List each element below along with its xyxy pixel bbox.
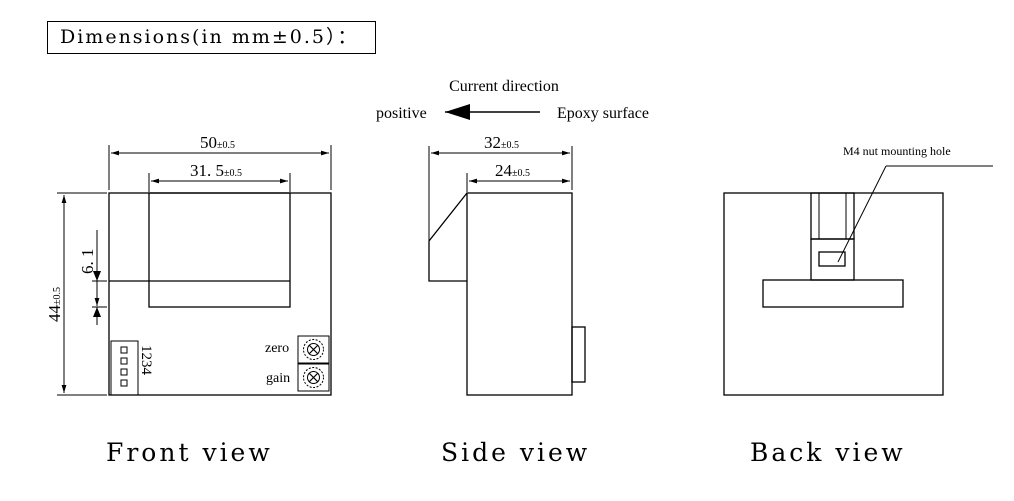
direction-arrow-head xyxy=(445,104,470,120)
dim-6-1-value: 6. 1 xyxy=(78,249,97,275)
pin-4 xyxy=(120,379,128,387)
side-body xyxy=(466,192,573,396)
side-connector xyxy=(571,326,586,383)
side-view-caption: Side view xyxy=(441,438,591,467)
back-body xyxy=(723,192,944,396)
zero-potentiometer xyxy=(297,335,330,364)
zero-label: zero xyxy=(265,341,289,356)
current-direction-heading: Current direction xyxy=(449,78,559,95)
dim-6-1-arrow-top xyxy=(93,271,101,281)
front-view: 50±0.5 31. 5±0.5 44±0.5 6. 1 1234 xyxy=(45,133,332,396)
back-view-caption: Back view xyxy=(750,438,906,467)
positive-label: positive xyxy=(376,105,427,122)
front-view-caption: Front view xyxy=(106,438,273,467)
pin-1 xyxy=(120,346,128,354)
back-slot-upper xyxy=(810,192,855,240)
pin-3 xyxy=(120,368,128,376)
dim-24-value: 24±0.5 xyxy=(495,161,530,180)
dim-32-value: 32±0.5 xyxy=(484,133,519,152)
epoxy-surface-label: Epoxy surface xyxy=(557,105,649,122)
pin-numbers: 1234 xyxy=(138,345,154,376)
nut-hole xyxy=(818,251,846,267)
pin-2 xyxy=(120,357,128,365)
side-epoxy-profile xyxy=(428,192,468,282)
dim-50-value: 50±0.5 xyxy=(200,133,235,152)
dim-31-5-value: 31. 5±0.5 xyxy=(190,161,242,180)
back-bar xyxy=(762,279,904,308)
dimensions-title: Dimensions(in mm±0.5）： xyxy=(47,21,376,54)
hole-leader xyxy=(837,165,887,263)
back-view: M4 nut mounting hole xyxy=(723,144,993,396)
current-direction-indicator: Current direction positive Epoxy surface xyxy=(376,78,649,122)
gain-label: gain xyxy=(266,371,290,386)
front-window xyxy=(148,192,291,308)
dim-44-value: 44±0.5 xyxy=(45,287,64,322)
hole-label: M4 nut mounting hole xyxy=(843,144,951,158)
side-view: 32±0.5 24±0.5 xyxy=(428,133,586,396)
pin-connector xyxy=(110,340,139,396)
back-slot-lower xyxy=(810,238,855,281)
gain-potentiometer xyxy=(297,363,330,392)
